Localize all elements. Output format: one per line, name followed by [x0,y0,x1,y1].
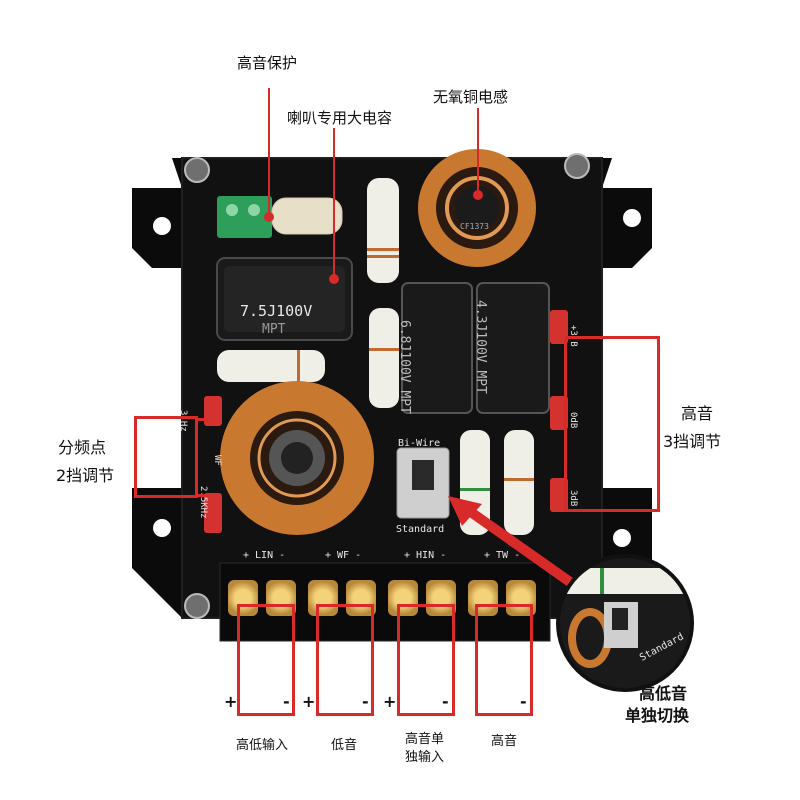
jumper-tweeter-2 [550,396,568,430]
terminal-label-tweeter-input-2: 独输入 [405,750,445,765]
small-inductor-mark: CF1373 [460,222,489,231]
switch-arrow [448,496,575,587]
resistor-middle [369,308,399,408]
terminal-box-tweeter-input [397,604,455,716]
jumper-tweeter-3 [550,478,568,512]
switch-label-top: Bi-Wire [398,438,441,449]
callout-biwire-line2: 单独切换 [625,706,690,725]
switch-label-bottom: Standard [396,524,445,535]
resistor-right-2 [504,430,534,535]
terminal-label-input-full: 高低输入 [236,738,289,753]
terminal-1-plus: + [224,692,238,711]
callout-crossover-line2: 2挡调节 [56,466,115,485]
terminal-screw[interactable] [468,580,498,616]
terminal-screw[interactable] [228,580,258,616]
capacitor-b [476,282,550,414]
crossover-board [132,149,652,642]
terminal-screw[interactable] [308,580,338,616]
protection-bulb [271,197,343,235]
hole-left-lower [153,519,171,537]
terminal-label-tweeter: 高音 [491,734,518,749]
resistor-top [367,178,399,283]
inset-label: Standard [638,631,686,664]
terminal-label-tweeter-input-1: 高音单 [405,732,445,747]
callout-biwire-line1: 高低音 [639,684,688,703]
terminal-group-hin: + HIN - [404,550,447,561]
capacitor-large-label-1: 7.5J100V [240,302,313,320]
crossover-label-3: 2.5KHz [198,486,208,519]
terminal-screw[interactable] [388,580,418,616]
crossover-label-2: WF [212,455,222,466]
screw-top-right [564,153,590,179]
tweeter-callout-box [564,336,660,512]
callout-tweeter-protection: 高音保护 [237,54,298,72]
callout-ofc-inductor: 无氧铜电感 [433,88,509,106]
terminal-box-tweeter [475,604,533,716]
terminal-2-plus: + [302,692,316,711]
capacitor-large-label-2: MPT [262,322,286,337]
capacitor-a-label: 6.8J100V MPT [397,320,412,414]
jumper-tweeter-1 [550,310,568,344]
terminal-1-minus: - [283,692,290,711]
terminal-box-woofer [316,604,374,716]
jumper-crossover-2 [204,493,222,533]
resistor-horizontal [217,350,325,382]
hole-left-upper [153,217,171,235]
callout-tweeter-line1: 高音 [681,404,714,423]
terminal-box-input-full [237,604,295,716]
terminal-2-minus: - [362,692,369,711]
crossover-callout-box [134,416,198,498]
callout-speaker-capacitor: 喇叭专用大电容 [287,109,393,127]
terminal-group-lin: + LIN - [243,550,286,561]
terminal-label-woofer: 低音 [331,738,358,753]
terminal-group-tw: + TW - [484,550,521,561]
switch-inset: Standard [556,554,694,692]
terminal-screw[interactable] [426,580,456,616]
jumper-crossover-1 [204,396,222,426]
screw-bottom-left [184,593,210,619]
terminal-4-minus: - [520,692,527,711]
hole-right-lower [613,529,631,547]
hole-right-upper [623,209,641,227]
terminal-3-plus: + [383,692,397,711]
capacitor-b-label: 4.3J100V MPT [473,300,488,394]
terminal-3-minus: - [442,692,449,711]
callout-tweeter-line2: 3挡调节 [663,432,722,451]
capacitor-a [401,282,473,414]
terminal-screw[interactable] [266,580,296,616]
terminal-screws [228,580,538,620]
screw-top-left [184,157,210,183]
callout-crossover-line1: 分频点 [58,438,107,457]
terminal-group-wf: + WF - [325,550,362,561]
